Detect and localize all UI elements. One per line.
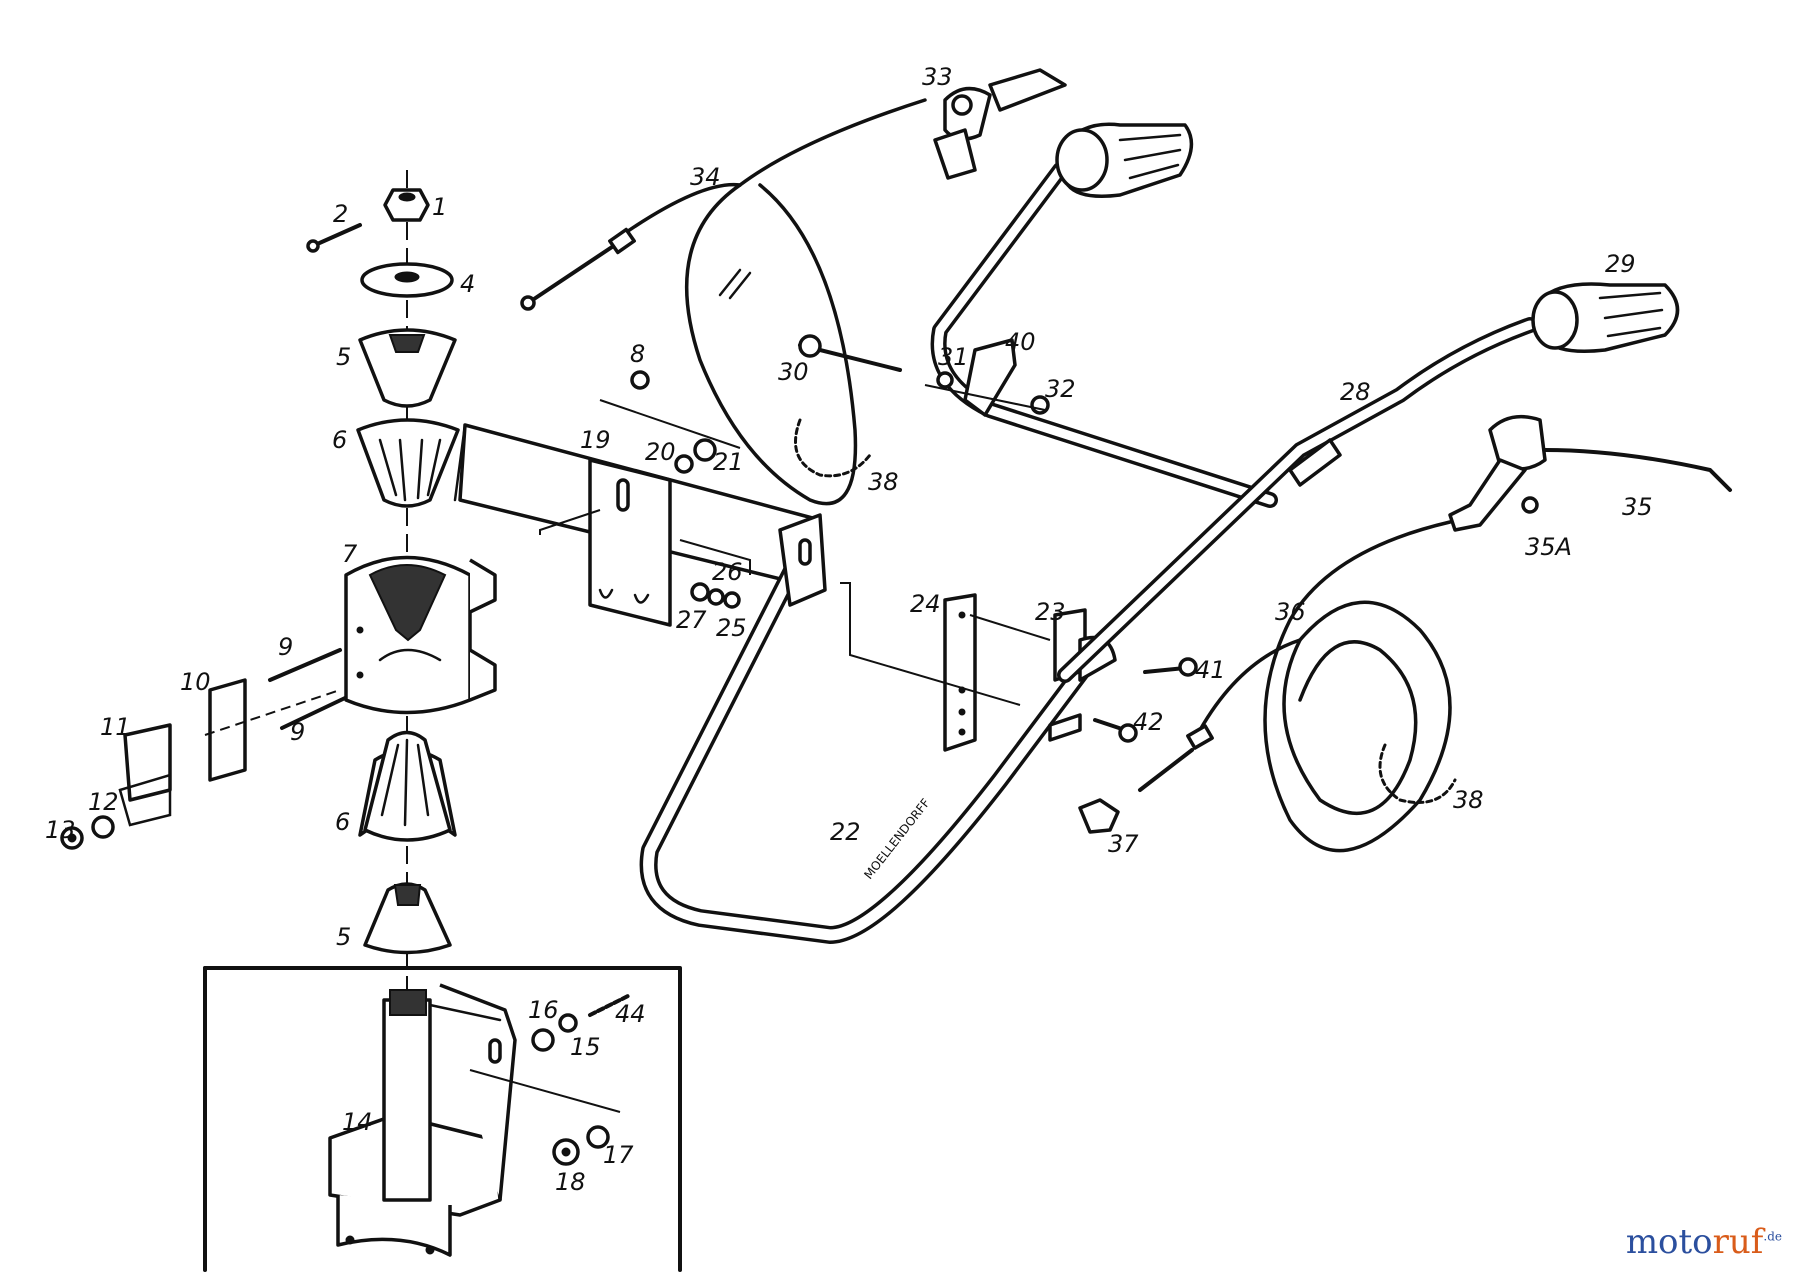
callout-13: 13 [45, 816, 76, 844]
callout-37: 37 [1108, 830, 1139, 858]
callout-38-upper: 38 [868, 468, 899, 496]
callout-42: 42 [1133, 708, 1164, 736]
callout-36: 36 [1275, 598, 1306, 626]
callout-40: 40 [1005, 328, 1036, 356]
callout-35: 35 [1622, 493, 1653, 521]
callout-28: 28 [1340, 378, 1371, 406]
callout-6-bottom: 6 [335, 808, 350, 836]
callout-21: 21 [713, 448, 744, 476]
callout-4: 4 [460, 270, 475, 298]
watermark-logo: motoruf.de [1626, 1222, 1782, 1262]
callout-23: 23 [1035, 598, 1066, 626]
callout-44: 44 [615, 1000, 646, 1028]
callout-31: 31 [938, 343, 969, 371]
callout-11: 11 [100, 713, 131, 741]
callout-labels: 1 2 4 5 6 7 8 9 9 10 11 12 13 6 5 14 16 … [45, 63, 1653, 1196]
callout-2: 2 [333, 200, 348, 228]
callout-15: 15 [570, 1033, 601, 1061]
callout-5-bottom: 5 [336, 923, 351, 951]
callout-33: 33 [922, 63, 953, 91]
logo-part-1: moto [1625, 1222, 1713, 1262]
callout-1: 1 [432, 193, 447, 221]
clutch-cable-36 [1138, 414, 1732, 853]
callout-8: 8 [630, 340, 645, 368]
clamp-23 [1048, 608, 1198, 834]
upper-handle [798, 122, 1680, 683]
callout-9-lower: 9 [290, 718, 305, 746]
callout-19: 19 [580, 426, 611, 454]
callout-12: 12 [88, 788, 119, 816]
callout-17: 17 [603, 1141, 634, 1169]
callout-41: 41 [1195, 656, 1226, 684]
callout-26: 26 [712, 558, 743, 586]
throttle-cable-34 [520, 68, 1067, 506]
plate-24 [840, 582, 1051, 752]
callout-35A: 35A [1525, 533, 1572, 561]
callout-34: 34 [690, 163, 721, 191]
callout-9-upper: 9 [278, 633, 293, 661]
callout-16: 16 [528, 996, 559, 1024]
callout-5-top: 5 [336, 343, 351, 371]
callout-20: 20 [645, 438, 676, 466]
callout-7: 7 [342, 540, 358, 568]
logo-suffix: .de [1763, 1229, 1782, 1244]
steering-column-assembly [60, 170, 682, 1272]
callout-30: 30 [778, 358, 809, 386]
callout-29: 29 [1605, 250, 1636, 278]
callout-25: 25 [716, 614, 747, 642]
callout-10: 10 [180, 668, 211, 696]
callout-32: 32 [1045, 375, 1076, 403]
callout-27: 27 [676, 606, 707, 634]
logo-part-2: ruf [1712, 1222, 1764, 1262]
callout-14: 14 [342, 1108, 373, 1136]
callout-18: 18 [555, 1168, 586, 1196]
callout-6-top: 6 [332, 426, 347, 454]
callout-38-lower: 38 [1453, 786, 1484, 814]
callout-22: 22 [830, 818, 861, 846]
mounting-bracket [453, 370, 822, 627]
callout-24: 24 [910, 590, 941, 618]
